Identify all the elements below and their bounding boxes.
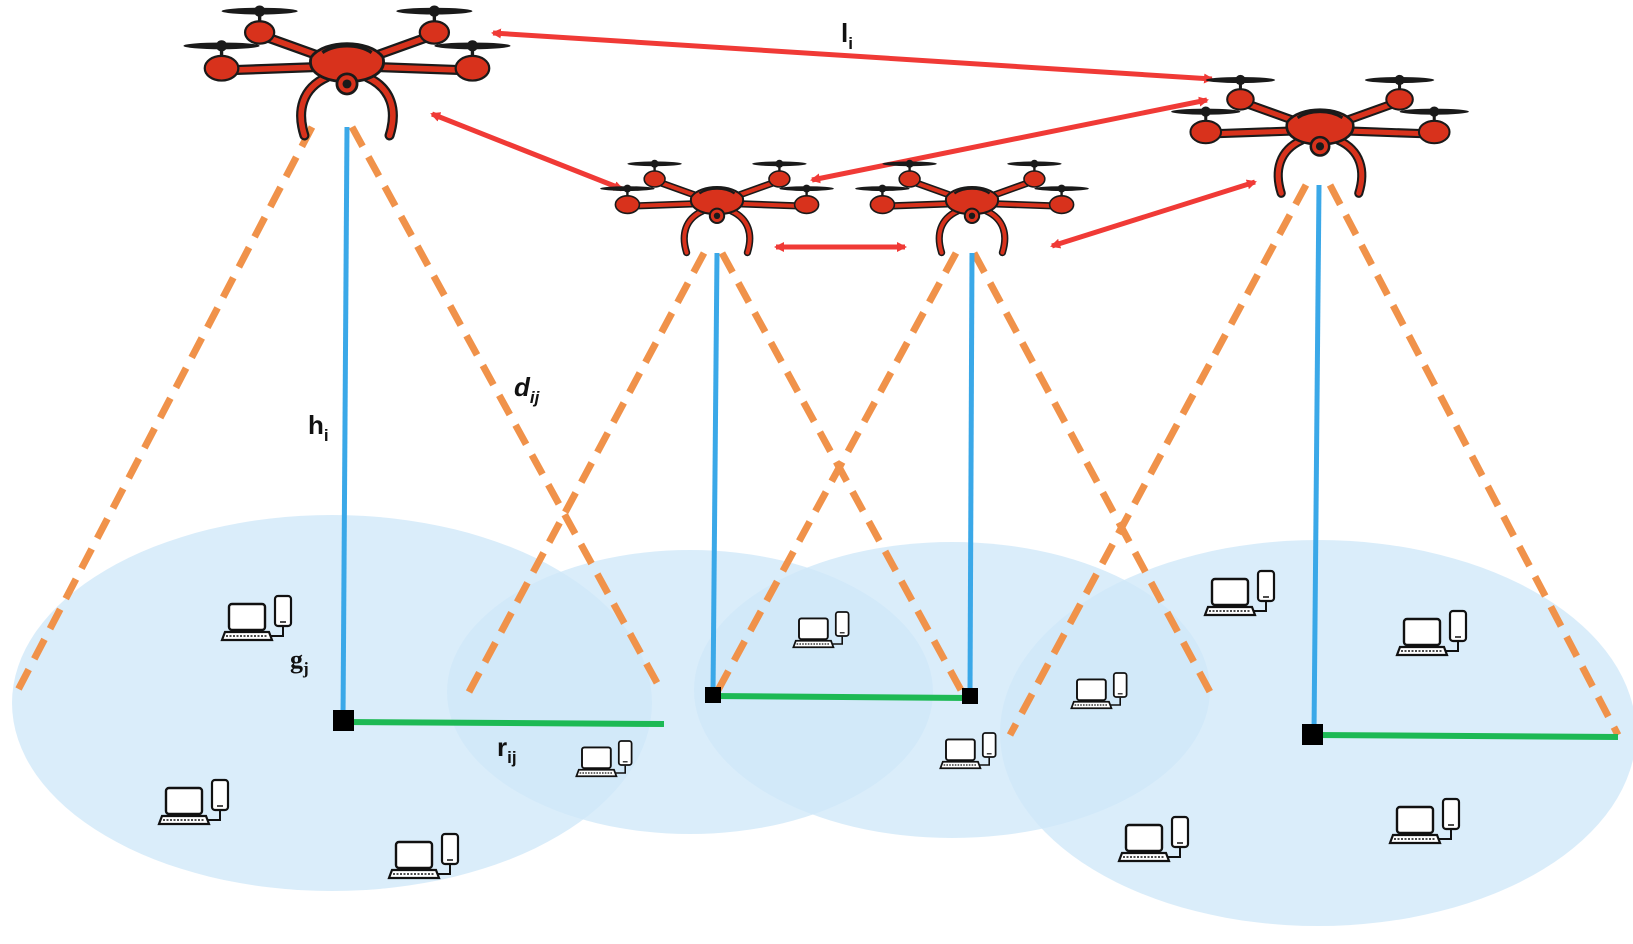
link-arrow xyxy=(491,28,1214,84)
quadcopter-drone-icon xyxy=(600,160,834,253)
quadcopter-drone-icon xyxy=(183,6,510,136)
link-distance-label: li xyxy=(841,18,853,53)
beam-edges xyxy=(14,125,1622,737)
ground-point xyxy=(1302,724,1323,745)
ground-user-label: gj xyxy=(290,645,309,678)
radius-lines xyxy=(342,693,1619,740)
ground-radius-label: rij xyxy=(497,732,517,767)
quadcopter-drone-icon xyxy=(855,160,1089,253)
ground-point xyxy=(705,687,721,703)
quadcopter-drone-icon xyxy=(1171,75,1469,193)
link-arrow xyxy=(1050,179,1257,249)
ground-points xyxy=(333,687,1323,745)
ground-point xyxy=(962,688,978,704)
slant-distance-label: dij xyxy=(514,372,541,407)
altitude-label: hi xyxy=(308,410,329,445)
altitude-lines xyxy=(340,126,1322,734)
inter-uav-links xyxy=(430,28,1257,252)
ground-point xyxy=(333,710,354,731)
link-arrow xyxy=(430,111,624,192)
link-arrow xyxy=(810,96,1209,184)
coverage-areas xyxy=(12,515,1633,926)
